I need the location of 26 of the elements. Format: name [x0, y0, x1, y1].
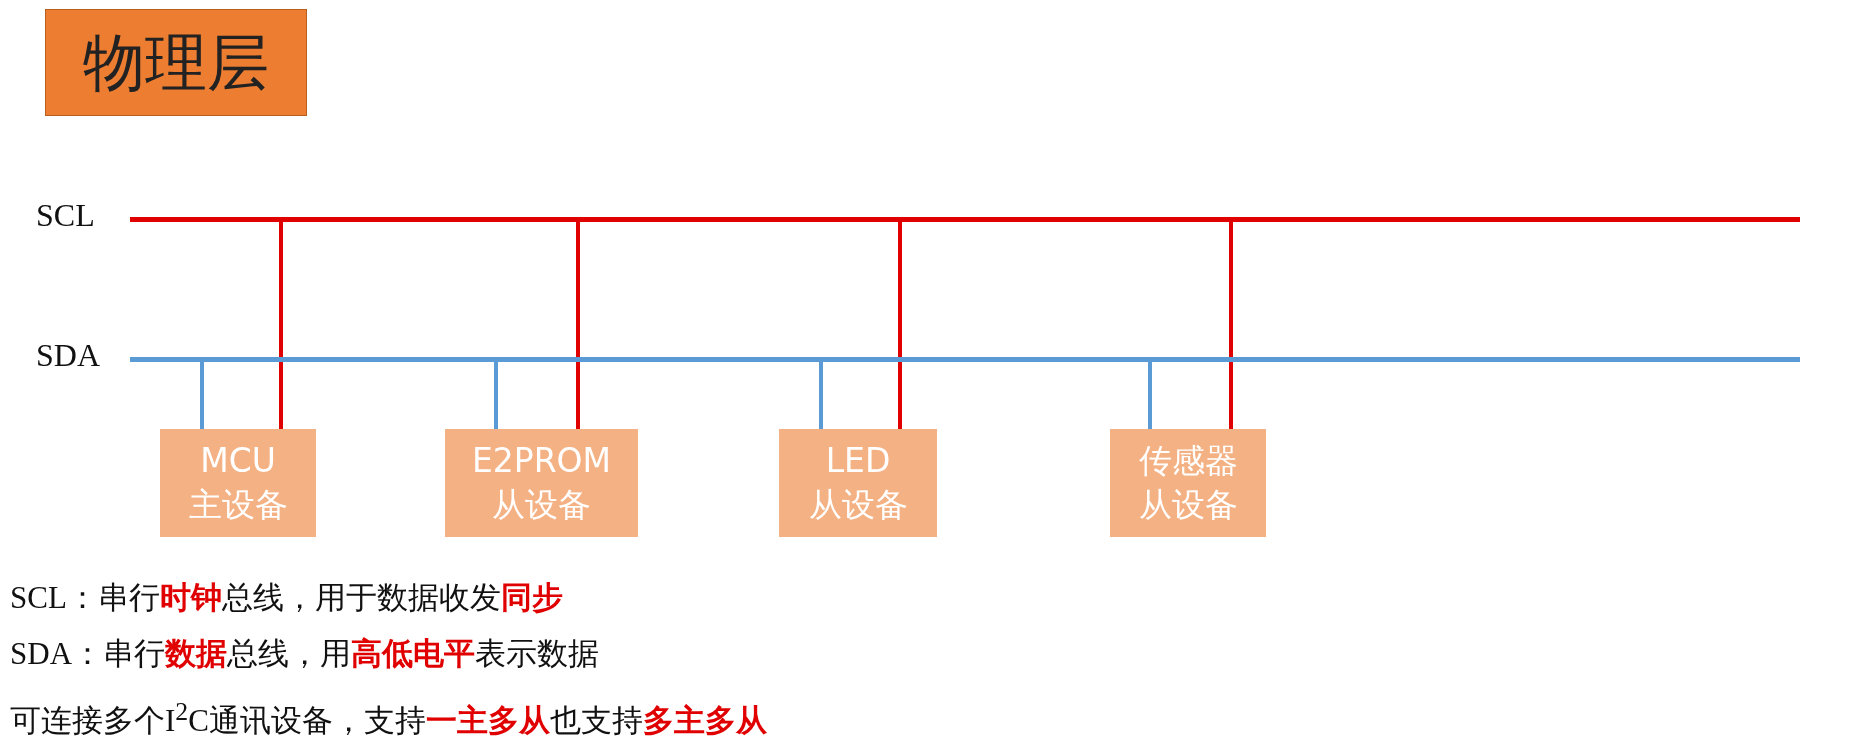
bus-connector [1229, 222, 1233, 429]
device-box [445, 429, 638, 537]
device-label: LED [824, 440, 892, 482]
device-box [160, 429, 316, 537]
device-box [1110, 429, 1266, 537]
bus-connector [1148, 362, 1152, 429]
device-label: 从设备 [1137, 484, 1239, 526]
device-label: 从设备 [491, 484, 592, 526]
bus-connector [819, 362, 823, 429]
bus-label: SCL [36, 197, 95, 234]
device-label: 从设备 [807, 484, 909, 526]
bus-connector [898, 222, 902, 429]
device-label: 传感器 [1137, 440, 1239, 482]
device-label: E2PROM [470, 440, 613, 482]
bus-connector [200, 362, 204, 429]
note-text: SDA：串行数据总线，用高低电平表示数据 [10, 635, 599, 673]
bus-connector [576, 222, 580, 429]
device-label: MCU [199, 440, 277, 482]
note-text: SCL：串行时钟总线，用于数据收发同步 [10, 579, 563, 617]
device-label: 主设备 [187, 484, 289, 526]
bus-label: SDA [36, 337, 100, 374]
title-box: 物理层 [45, 9, 307, 116]
bus-connector [279, 222, 283, 429]
note-text: 可连接多个I$^{2}$C通讯设备，支持一主多从也支持多主多从 [10, 697, 767, 741]
device-box [779, 429, 937, 537]
bus-connector [494, 362, 498, 429]
